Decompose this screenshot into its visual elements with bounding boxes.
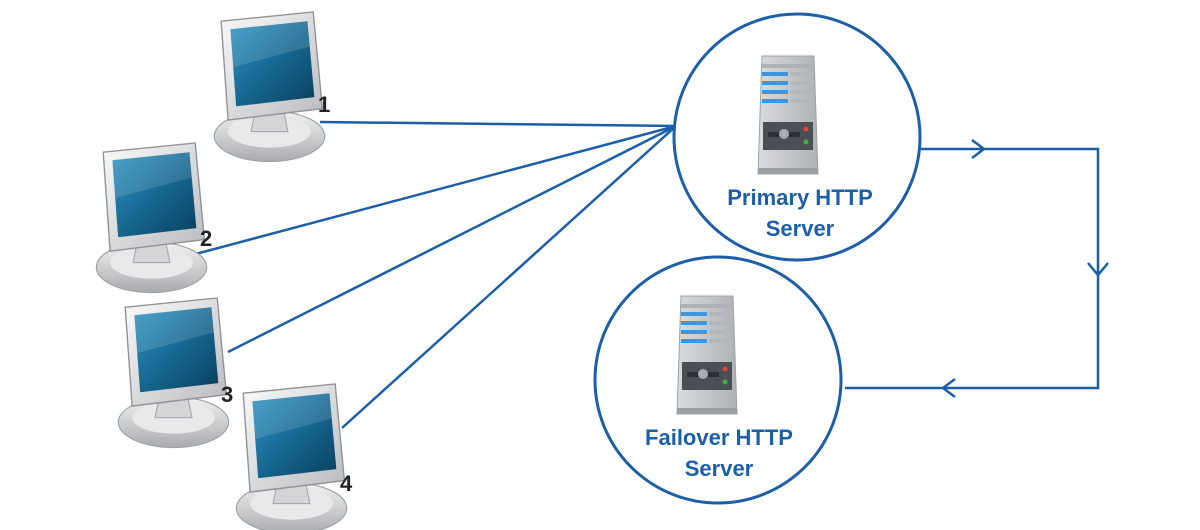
failover-server-label-line1: Failover HTTP xyxy=(645,425,793,450)
client-number-4: 4 xyxy=(340,471,353,496)
failover-connector xyxy=(845,147,1100,390)
primary-server: Primary HTTP Server xyxy=(672,12,922,262)
primary-server-label-line2: Server xyxy=(766,216,835,241)
computer-monitor-icon xyxy=(117,297,230,449)
primary-server-label-line1: Primary HTTP xyxy=(727,185,873,210)
arrow-left-icon xyxy=(940,378,956,398)
client-4 xyxy=(235,383,348,530)
server-tower-icon xyxy=(676,295,738,415)
client-2 xyxy=(95,142,208,294)
failover-path xyxy=(845,139,1109,398)
connection-line-3 xyxy=(227,124,677,354)
client-number-3: 3 xyxy=(221,382,233,407)
failover-server: Failover HTTP Server xyxy=(593,255,843,505)
connection-line-2 xyxy=(191,124,677,257)
connection-line-4 xyxy=(341,125,677,429)
client-number-2: 2 xyxy=(200,226,212,251)
client-3 xyxy=(117,297,230,449)
arrow-right-icon xyxy=(971,139,987,159)
arrow-down-icon xyxy=(1087,262,1109,277)
connection-line-1 xyxy=(319,120,677,128)
computer-monitor-icon xyxy=(95,142,208,294)
client-number-1: 1 xyxy=(318,92,330,117)
client-1 xyxy=(213,11,326,163)
computer-monitor-icon xyxy=(213,11,326,163)
connection-lines xyxy=(191,120,677,429)
computer-monitor-icon xyxy=(235,383,348,530)
failover-server-label-line2: Server xyxy=(685,456,754,481)
server-tower-icon xyxy=(757,55,819,175)
